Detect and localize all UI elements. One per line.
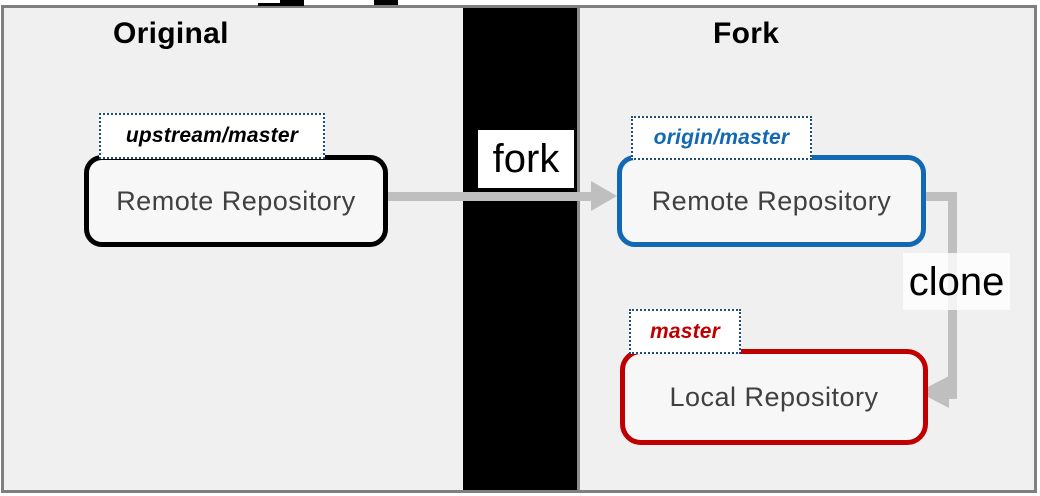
fork-remote-repository-node: Remote Repository — [617, 155, 926, 247]
cropped-glyph-artifact — [374, 0, 398, 5]
fork-edge-label: fork — [478, 130, 574, 188]
master-branch-tag: master — [629, 309, 741, 354]
original-remote-repository-node: Remote Repository — [84, 155, 388, 247]
fork-edge-label-text: fork — [492, 137, 560, 181]
origin-master-branch-tag-text: origin/master — [653, 126, 790, 149]
fork-remote-repository-label: Remote Repository — [651, 185, 892, 216]
upstream-master-branch-tag: upstream/master — [99, 113, 325, 159]
local-repository-label: Local Repository — [669, 381, 879, 412]
clone-arrow-line-horizontal — [911, 192, 957, 201]
clone-edge-label: clone — [903, 253, 1010, 310]
upstream-master-branch-tag-text: upstream/master — [125, 124, 299, 147]
cropped-glyph-artifact — [258, 3, 281, 6]
divider-bar — [463, 8, 580, 490]
original-remote-repository-label: Remote Repository — [116, 185, 356, 216]
section-title-original: Original — [113, 17, 229, 50]
cropped-glyph-artifact — [280, 0, 304, 6]
master-branch-tag-text: master — [649, 319, 721, 343]
origin-master-branch-tag: origin/master — [631, 116, 812, 160]
local-repository-node: Local Repository — [620, 349, 928, 445]
section-title-fork: Fork — [713, 17, 780, 50]
fork-arrowhead-icon — [591, 181, 617, 211]
fork-arrow-line — [378, 192, 593, 201]
clone-edge-label-text: clone — [908, 259, 1005, 304]
